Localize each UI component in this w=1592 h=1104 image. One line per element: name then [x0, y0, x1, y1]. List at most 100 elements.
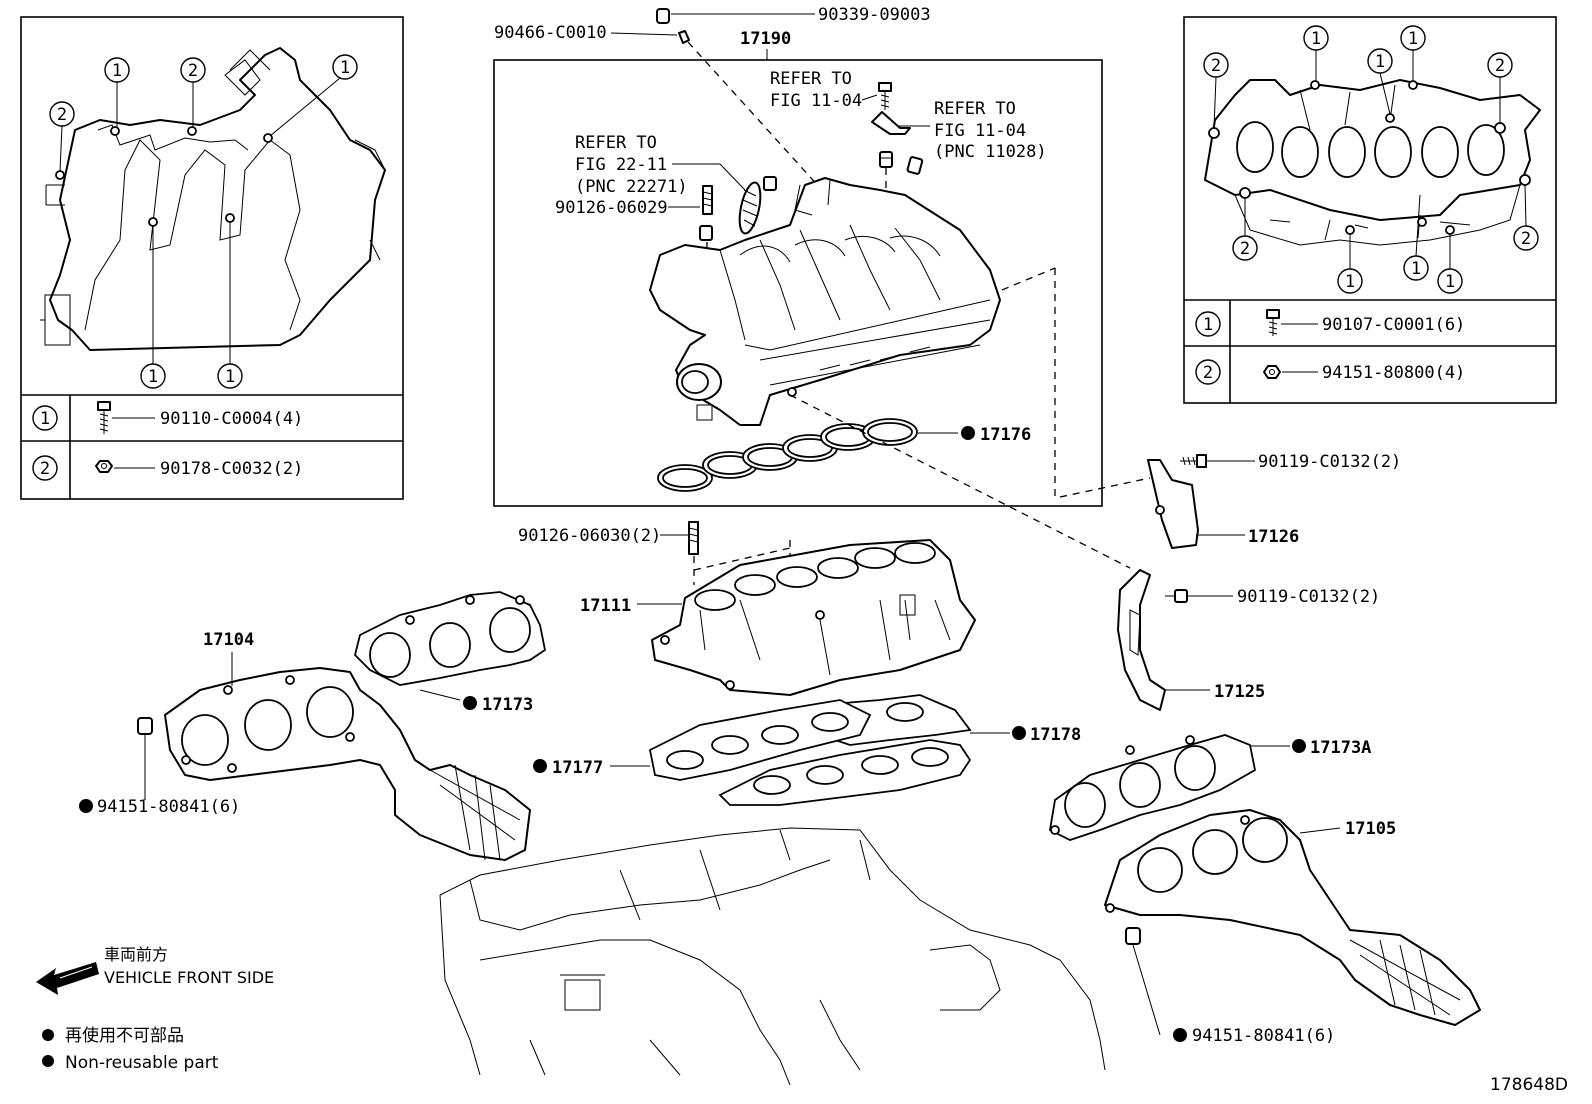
- svg-text:2: 2: [1203, 363, 1213, 383]
- svg-text:1: 1: [1445, 272, 1455, 292]
- svg-text:REFER TO: REFER TO: [770, 69, 852, 89]
- gasket-17173: 17173: [354, 591, 547, 715]
- svg-text:17125: 17125: [1214, 682, 1265, 702]
- non-reusable-dot-icon: [42, 1029, 54, 1041]
- svg-text:FIG 22-11: FIG 22-11: [575, 155, 667, 175]
- nut-icon: [906, 156, 924, 175]
- gasket-17173A: 17173A: [1049, 734, 1371, 841]
- right-inset-marker: 2: [1487, 52, 1513, 123]
- right-inset-gasket-drawing: [1204, 79, 1541, 246]
- svg-text:1: 1: [40, 409, 50, 429]
- svg-text:2: 2: [1211, 56, 1221, 76]
- svg-text:1: 1: [1408, 29, 1418, 49]
- nut-icon: [1263, 365, 1281, 379]
- non-reusable-dot-icon: [1173, 1028, 1187, 1042]
- intake-plenum-box: 17190: [493, 29, 1103, 507]
- intake-plenum-drawing: [649, 177, 1001, 426]
- svg-text:17176: 17176: [980, 425, 1031, 445]
- right-inset-marker: 2: [1232, 198, 1258, 261]
- svg-text:90466-C0010: 90466-C0010: [494, 23, 607, 43]
- svg-text:REFER TO: REFER TO: [575, 133, 657, 153]
- svg-text:1: 1: [340, 58, 350, 78]
- svg-text:1: 1: [1311, 29, 1321, 49]
- svg-text:2: 2: [1495, 56, 1505, 76]
- svg-text:1: 1: [1345, 272, 1355, 292]
- right-inset-table-row: 2 94151-80800(4): [1195, 359, 1465, 385]
- svg-text:17173A: 17173A: [1310, 738, 1371, 758]
- svg-text:90126-06030(2): 90126-06030(2): [518, 526, 661, 546]
- nut-94151-left: 94151-80841(6): [79, 717, 240, 817]
- legend-non-reusable: 再使用不可部品 Non-reusable part: [42, 1025, 219, 1073]
- left-inset-marker: 1: [140, 226, 166, 389]
- exhaust-manifold-17104: 17104: [164, 630, 531, 861]
- non-reusable-dot-icon: [961, 426, 975, 440]
- svg-text:1: 1: [1375, 52, 1385, 72]
- refer-fig-11-04-b: REFER TO FIG 11-04 (PNC 11028): [871, 99, 1047, 200]
- svg-text:2: 2: [40, 459, 50, 479]
- nut-icon: [699, 225, 713, 241]
- left-inset-manifold-drawing: [40, 47, 386, 351]
- svg-text:(PNC 11028): (PNC 11028): [934, 142, 1047, 162]
- diagram-id: 178648D: [1490, 1075, 1568, 1095]
- svg-text:VEHICLE FRONT SIDE: VEHICLE FRONT SIDE: [104, 968, 274, 987]
- non-reusable-dot-icon: [42, 1055, 54, 1067]
- right-inset-table-row: 1 90107-C0001(6): [1195, 309, 1465, 337]
- o-ring-set-17176: 17176: [657, 418, 1031, 492]
- exhaust-manifold-17105: 17105: [1104, 809, 1481, 1026]
- svg-text:90178-C0032(2): 90178-C0032(2): [160, 459, 303, 479]
- non-reusable-dot-icon: [1292, 739, 1306, 753]
- bolt-icon: [97, 401, 111, 434]
- svg-text:再使用不可部品: 再使用不可部品: [65, 1025, 184, 1046]
- left-inset-marker: 2: [180, 57, 206, 128]
- bracket-icon: [871, 111, 911, 135]
- part-90339-09003: 90339-09003: [656, 5, 931, 25]
- non-reusable-dot-icon: [533, 759, 547, 773]
- svg-text:90339-09003: 90339-09003: [818, 5, 931, 25]
- svg-text:90119-C0132(2): 90119-C0132(2): [1237, 587, 1380, 607]
- svg-text:FIG 11-04: FIG 11-04: [770, 91, 862, 111]
- part-90126-06029: 90126-06029: [555, 185, 713, 318]
- svg-text:17126: 17126: [1248, 527, 1299, 547]
- svg-text:17104: 17104: [203, 630, 254, 650]
- left-inset: 1 2 2 1 1 1 1 90110-C0004(4) 2 9017: [20, 16, 404, 500]
- svg-text:17173: 17173: [482, 695, 533, 715]
- right-inset: 2 1 1 1 2 2 2 1 1 1 1 90107-C0001(6) 2: [1183, 16, 1557, 404]
- bracket-17125: 90119-C0132(2) 17125: [1117, 569, 1380, 711]
- svg-text:1: 1: [225, 367, 235, 387]
- bolt-icon: [1165, 589, 1188, 603]
- nut-94151-right: 94151-80841(6): [1125, 927, 1335, 1046]
- part-number-17190: 17190: [740, 29, 791, 49]
- svg-text:94151-80841(6): 94151-80841(6): [97, 797, 240, 817]
- svg-text:FIG 11-04: FIG 11-04: [934, 121, 1026, 141]
- bolt-icon: [1180, 454, 1207, 468]
- non-reusable-dot-icon: [79, 799, 93, 813]
- engine-block-outline: [439, 827, 1106, 1086]
- svg-text:17111: 17111: [580, 596, 631, 616]
- bolt-icon: [1266, 309, 1280, 336]
- nut-icon: [763, 176, 777, 191]
- svg-text:90107-C0001(6): 90107-C0001(6): [1322, 315, 1465, 335]
- svg-text:94151-80800(4): 94151-80800(4): [1322, 363, 1465, 383]
- svg-text:Non-reusable part: Non-reusable part: [65, 1053, 219, 1073]
- svg-text:REFER TO: REFER TO: [934, 99, 1016, 119]
- svg-text:17178: 17178: [1030, 725, 1081, 745]
- legend-front-side: 車両前方 VEHICLE FRONT SIDE: [36, 945, 274, 995]
- non-reusable-dot-icon: [463, 696, 477, 710]
- lower-manifold-17111: 90126-06030(2) 17111: [518, 521, 976, 696]
- right-inset-marker: 1: [1403, 194, 1429, 281]
- gasket-17177: 17177: [533, 699, 872, 781]
- refer-fig-11-04-a: REFER TO FIG 11-04: [770, 69, 892, 111]
- svg-text:90119-C0132(2): 90119-C0132(2): [1258, 452, 1401, 472]
- svg-text:1: 1: [148, 367, 158, 387]
- front-arrow-icon: [36, 962, 99, 995]
- right-inset-marker: 2: [1513, 184, 1539, 251]
- non-reusable-dot-icon: [1012, 726, 1026, 740]
- left-inset-marker: 1: [217, 222, 243, 389]
- svg-text:2: 2: [188, 61, 198, 81]
- svg-text:2: 2: [1521, 229, 1531, 249]
- svg-text:17105: 17105: [1345, 819, 1396, 839]
- left-inset-table-row: 1 90110-C0004(4): [32, 401, 303, 434]
- left-inset-table-row: 2 90178-C0032(2): [32, 455, 303, 481]
